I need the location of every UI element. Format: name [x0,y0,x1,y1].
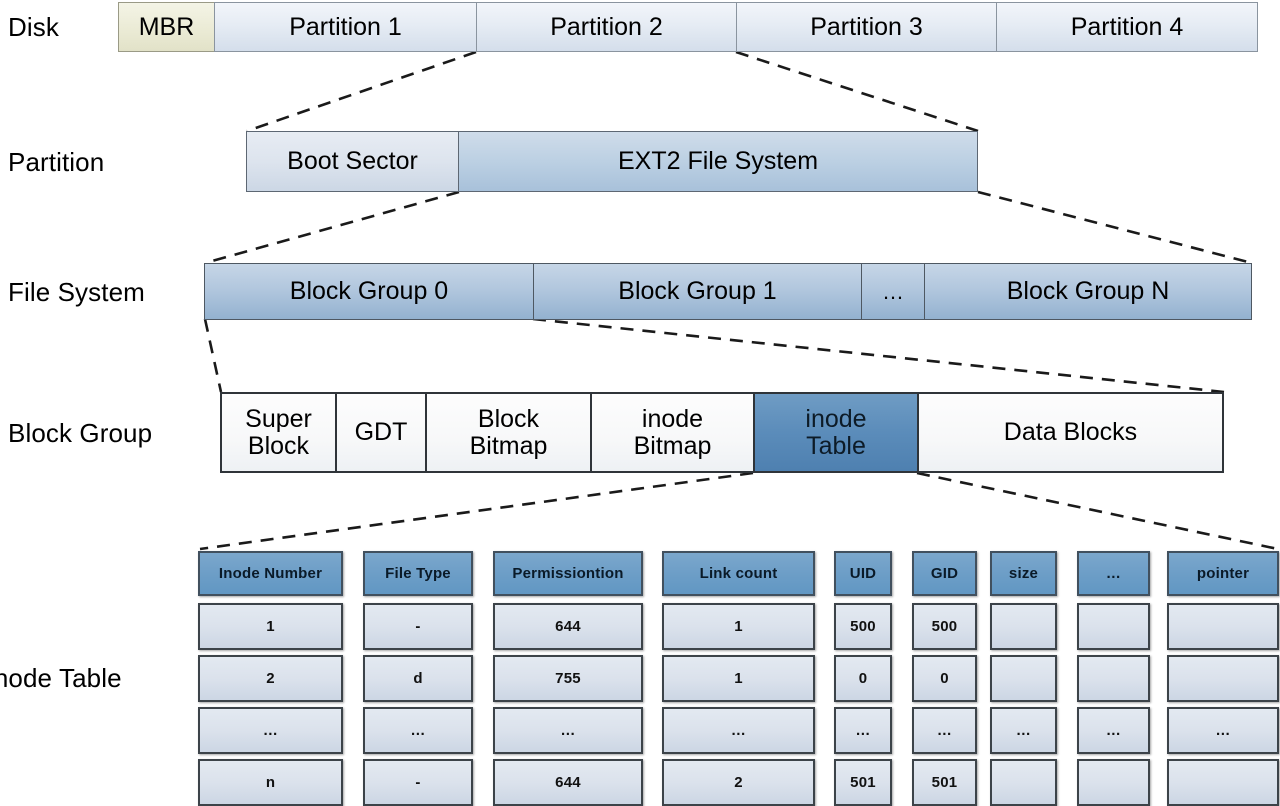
inode-cell-r3-gid[interactable]: … [912,707,977,754]
inode-header-permissiontion[interactable]: Permissiontion [493,551,643,596]
inode-cell-r2-inode-number[interactable]: 2 [198,655,343,702]
inode-cell-r1-gid[interactable]: 500 [912,603,977,650]
disk-cell-partition-3[interactable]: Partition 3 [736,2,996,52]
inode-cell-r4-link-count[interactable]: 2 [662,759,815,806]
inode-cell-r1-permissiontion[interactable]: 644 [493,603,643,650]
row-label-inode-table: inode Table [0,663,122,693]
inode-header-pointer[interactable]: pointer [1167,551,1279,596]
inode-cell-r3-pointer[interactable]: … [1167,707,1279,754]
inode-cell-r2-file-type[interactable]: d [363,655,473,702]
disk-cell-mbr[interactable]: MBR [118,2,214,52]
partition-band: Boot Sector EXT2 File System [246,131,978,192]
fs-cell-block-group-1[interactable]: Block Group 1 [533,263,861,320]
inode-cell-r4-file-type[interactable]: - [363,759,473,806]
inode-cell-r3-ellipsis[interactable]: … [1077,707,1150,754]
bg-cell-gdt[interactable]: GDT [335,392,425,473]
inode-cell-r3-permissiontion[interactable]: … [493,707,643,754]
block-group-band: Super Block GDT Block Bitmap inode Bitma… [220,392,1224,473]
inode-header-inode-number[interactable]: Inode Number [198,551,343,596]
inode-cell-r4-gid[interactable]: 501 [912,759,977,806]
inode-cell-r3-link-count[interactable]: … [662,707,815,754]
inode-cell-r1-uid[interactable]: 500 [834,603,892,650]
disk-cell-partition-2[interactable]: Partition 2 [476,2,736,52]
inode-header-size[interactable]: size [990,551,1057,596]
inode-cell-r3-inode-number[interactable]: … [198,707,343,754]
row-label-file-system: File System [8,277,145,307]
row-label-block-group: Block Group [8,418,153,448]
inode-cell-r1-size[interactable] [990,603,1057,650]
inode-cell-r3-size[interactable]: … [990,707,1057,754]
inode-header-link-count[interactable]: Link count [662,551,815,596]
disk-cell-partition-1[interactable]: Partition 1 [214,2,476,52]
bg-cell-inode-bitmap[interactable]: inode Bitmap [590,392,753,473]
inode-cell-r2-size[interactable] [990,655,1057,702]
inode-cell-r1-inode-number[interactable]: 1 [198,603,343,650]
bg-cell-super-block[interactable]: Super Block [220,392,335,473]
disk-cell-partition-4[interactable]: Partition 4 [996,2,1258,52]
fs-cell-ellipsis: … [861,263,924,320]
fs-cell-block-group-n[interactable]: Block Group N [924,263,1252,320]
inode-header-gid[interactable]: GID [912,551,977,596]
file-system-band: Block Group 0 Block Group 1 … Block Grou… [204,263,1252,320]
inode-cell-r3-uid[interactable]: … [834,707,892,754]
inode-cell-r1-link-count[interactable]: 1 [662,603,815,650]
inode-cell-r4-ellipsis[interactable] [1077,759,1150,806]
bg-cell-inode-table[interactable]: inode Table [753,392,917,473]
inode-cell-r1-file-type[interactable]: - [363,603,473,650]
disk-band: MBR Partition 1 Partition 2 Partition 3 … [118,2,1258,52]
inode-cell-r4-pointer[interactable] [1167,759,1279,806]
inode-header-ellipsis[interactable]: … [1077,551,1150,596]
inode-cell-r2-pointer[interactable] [1167,655,1279,702]
inode-cell-r2-gid[interactable]: 0 [912,655,977,702]
inode-cell-r4-permissiontion[interactable]: 644 [493,759,643,806]
row-label-disk: Disk [8,12,59,42]
inode-cell-r4-inode-number[interactable]: n [198,759,343,806]
inode-cell-r2-uid[interactable]: 0 [834,655,892,702]
inode-cell-r2-permissiontion[interactable]: 755 [493,655,643,702]
inode-header-file-type[interactable]: File Type [363,551,473,596]
row-label-partition: Partition [8,147,105,177]
inode-cell-r4-size[interactable] [990,759,1057,806]
partition-cell-ext2-file-system[interactable]: EXT2 File System [458,131,978,192]
inode-cell-r1-pointer[interactable] [1167,603,1279,650]
inode-header-uid[interactable]: UID [834,551,892,596]
inode-cell-r2-link-count[interactable]: 1 [662,655,815,702]
inode-cell-r3-file-type[interactable]: … [363,707,473,754]
fs-cell-block-group-0[interactable]: Block Group 0 [204,263,533,320]
partition-cell-boot-sector[interactable]: Boot Sector [246,131,458,192]
inode-cell-r2-ellipsis[interactable] [1077,655,1150,702]
bg-cell-block-bitmap[interactable]: Block Bitmap [425,392,590,473]
bg-cell-data-blocks[interactable]: Data Blocks [917,392,1224,473]
inode-cell-r1-ellipsis[interactable] [1077,603,1150,650]
inode-cell-r4-uid[interactable]: 501 [834,759,892,806]
